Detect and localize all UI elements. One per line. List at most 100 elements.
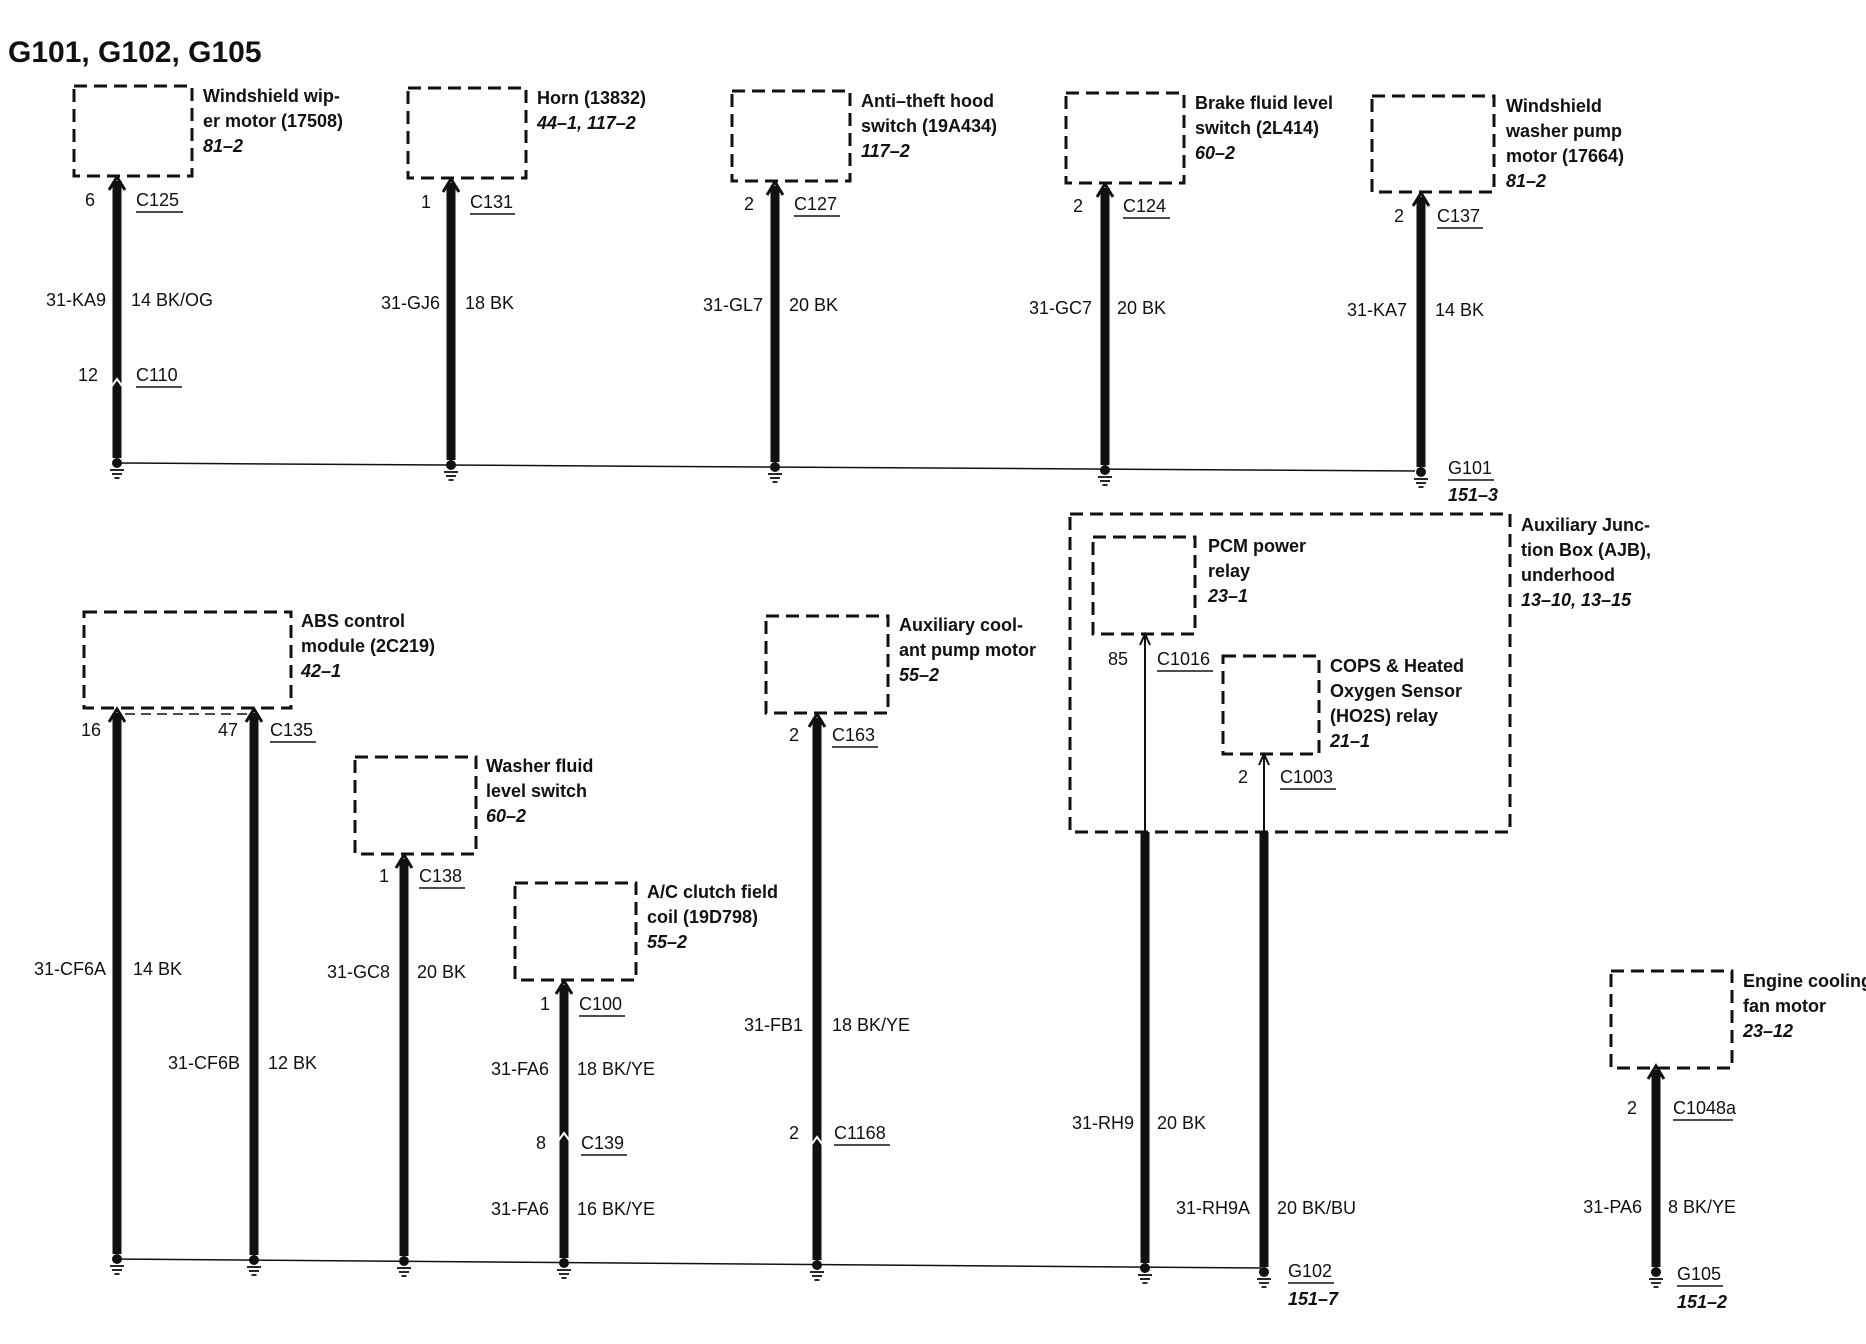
pin-number: 8: [536, 1133, 546, 1153]
hood-switch-ref: 117–2: [861, 141, 910, 161]
washer-pump-box: [1370, 94, 1496, 194]
circuit-id: 31-FA6: [491, 1059, 549, 1079]
pin-number: 1: [540, 994, 550, 1014]
washer-level-label-2: level switch: [486, 781, 587, 801]
connector-arrow-icon: [1139, 631, 1151, 646]
connector-arrow-icon: [765, 179, 785, 196]
circuit-id: 31-GJ6: [381, 293, 440, 313]
connector-id: C137: [1437, 206, 1480, 226]
ground-g101-label: G101: [1448, 458, 1492, 478]
abs-module-ref: 42–1: [300, 661, 341, 681]
pin-number: 12: [78, 365, 98, 385]
connector-arrow-icon: [107, 706, 127, 723]
connector-id: C124: [1123, 196, 1166, 216]
wire-gauge-color: 14 BK/OG: [131, 290, 213, 310]
ground-icon: [443, 459, 459, 481]
wire-gauge-color: 18 BK: [465, 293, 514, 313]
circuit-id: 31-FA6: [491, 1199, 549, 1219]
brake-switch-label-2: switch (2L414): [1195, 118, 1319, 138]
wire-gauge-color: 18 BK/YE: [832, 1015, 910, 1035]
circuit-id: 31-KA9: [46, 290, 106, 310]
connector-id: C125: [136, 190, 179, 210]
circuit-id: 31-CF6B: [168, 1053, 240, 1073]
cops-relay-label-3: (HO2S) relay: [1330, 706, 1438, 726]
wire-gauge-color: 20 BK: [417, 962, 466, 982]
circuit-id: 31-GC7: [1029, 298, 1092, 318]
connector-id: C1016: [1157, 649, 1210, 669]
connector-arrow-icon: [1411, 190, 1431, 207]
ground-icon: [1097, 464, 1113, 486]
ground-icon: [246, 1254, 262, 1276]
circuit-id: 31-PA6: [1583, 1197, 1642, 1217]
washer-level-ref: 60–2: [486, 806, 526, 826]
connector-arrow-icon: [244, 706, 264, 723]
connector-arrow-icon: [1646, 1063, 1666, 1080]
pcm-relay-label-1: PCM power: [1208, 536, 1306, 556]
g102-bus: [116, 1258, 1263, 1269]
g101-bus: [116, 462, 1416, 472]
ground-icon: [396, 1255, 412, 1277]
ground-icon: [1648, 1266, 1664, 1288]
connector-id: C127: [794, 194, 837, 214]
pin-number: 2: [1073, 196, 1083, 216]
pin-number: 2: [1627, 1098, 1637, 1118]
ground-g105-ref: 151–2: [1677, 1292, 1727, 1312]
wire-gauge-color: 8 BK/YE: [1668, 1197, 1736, 1217]
washer-pump-ref: 81–2: [1506, 171, 1546, 191]
horn-label: Horn (13832): [537, 88, 646, 108]
pin-number: 85: [1108, 649, 1128, 669]
pin-number: 2: [744, 194, 754, 214]
cops-relay-label-1: COPS & Heated: [1330, 656, 1464, 676]
ground-icon: [109, 1253, 125, 1275]
pin-number: 2: [1238, 767, 1248, 787]
ac-clutch-box: [513, 881, 638, 982]
hood-switch-label-1: Anti–theft hood: [861, 91, 994, 111]
horn-box: [406, 86, 528, 180]
aux-pump-ref: 55–2: [899, 665, 939, 685]
washer-pump-label-3: motor (17664): [1506, 146, 1624, 166]
aux-pump-label-2: ant pump motor: [899, 640, 1036, 660]
ground-g101-ref: 151–3: [1448, 485, 1498, 505]
washer-level-box: [353, 755, 478, 856]
ground-g102-ref: 151–7: [1288, 1289, 1339, 1309]
connector-id: C163: [832, 725, 875, 745]
ajb-label-1: Auxiliary Junc-: [1521, 515, 1650, 535]
abs-module-box: [82, 610, 293, 710]
ac-clutch-ref: 55–2: [647, 932, 687, 952]
connector-arrow-icon: [107, 174, 127, 191]
wire-gauge-color: 18 BK/YE: [577, 1059, 655, 1079]
washer-pump-label-2: washer pump: [1505, 121, 1622, 141]
circuit-id: 31-CF6A: [34, 959, 106, 979]
hood-switch-box: [730, 89, 852, 183]
connector-id: C1168: [834, 1123, 886, 1143]
circuit-id: 31-RH9: [1072, 1113, 1134, 1133]
connector-id: C110: [136, 365, 178, 385]
connector-id: C1003: [1280, 767, 1333, 787]
connector-arrow-icon: [1095, 181, 1115, 198]
pin-number: 2: [1394, 206, 1404, 226]
connector-arrow-icon: [808, 1135, 826, 1149]
wiper-motor-ref: 81–2: [203, 136, 243, 156]
connector-id: C135: [270, 720, 313, 740]
connector-arrow-icon: [441, 176, 461, 193]
connector-id: C131: [470, 192, 513, 212]
pin-number: 1: [421, 192, 431, 212]
fan-motor-box: [1609, 969, 1734, 1070]
pin-number: 1: [379, 866, 389, 886]
ground-icon: [1137, 1262, 1153, 1284]
wire-gauge-color: 12 BK: [268, 1053, 317, 1073]
abs-module-label-1: ABS control: [301, 611, 405, 631]
connector-id: C1048a: [1673, 1098, 1737, 1118]
cops-relay-label-2: Oxygen Sensor: [1330, 681, 1462, 701]
ac-clutch-label-1: A/C clutch field: [647, 882, 778, 902]
cops-relay-box: [1221, 654, 1321, 756]
connector-id: C138: [419, 866, 462, 886]
circuit-id: 31-GL7: [703, 295, 763, 315]
aux-pump-box: [764, 614, 890, 715]
pin-number: 16: [81, 720, 101, 740]
ac-clutch-label-2: coil (19D798): [647, 907, 758, 927]
wire-gauge-color: 20 BK: [789, 295, 838, 315]
ajb-label-2: tion Box (AJB),: [1521, 540, 1651, 560]
connector-arrow-icon: [394, 852, 414, 869]
